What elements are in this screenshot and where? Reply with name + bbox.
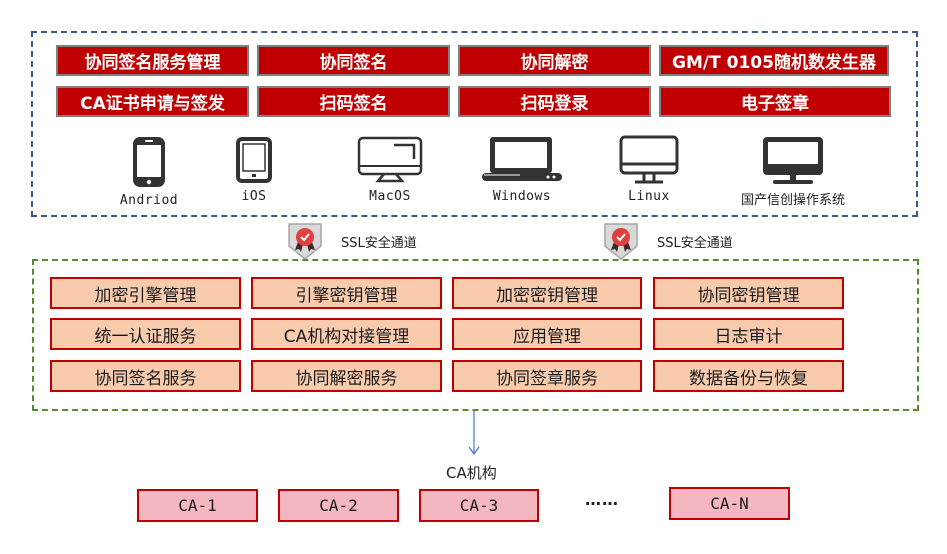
ssl-channel-label: SSL安全通道 (657, 235, 733, 251)
feature-co-sign-management: 协同签名服务管理 (56, 45, 249, 76)
ca-ellipsis: …… (585, 490, 619, 509)
tablet-icon (236, 137, 272, 183)
feature-e-seal: 电子签章 (659, 86, 891, 117)
down-arrow-icon (468, 411, 480, 456)
device-macos: MacOS (350, 135, 430, 204)
client-layer-frame (31, 31, 918, 217)
ca-item-2: CA-2 (278, 489, 399, 522)
server-layer-frame (32, 259, 919, 411)
ca-layer-title: CA机构 (446, 464, 497, 482)
service-unified-auth: 统一认证服务 (50, 318, 241, 350)
service-engine-key-management: 引擎密钥管理 (251, 277, 442, 309)
service-ca-integration: CA机构对接管理 (251, 318, 442, 350)
laptop-icon (482, 137, 562, 181)
device-label-ios: iOS (241, 189, 267, 204)
imac-icon (357, 136, 423, 183)
service-co-sign: 协同签名服务 (50, 360, 241, 392)
device-label-android: Andriod (119, 193, 179, 208)
device-windows: Windows (480, 135, 564, 204)
service-encryption-key-management: 加密密钥管理 (452, 277, 642, 309)
device-label-domestic-os: 国产信创操作系统 (740, 193, 845, 208)
feature-scan-sign: 扫码签名 (257, 86, 450, 117)
device-label-linux: Linux (628, 189, 670, 204)
service-log-audit: 日志审计 (653, 318, 844, 350)
ca-item-n: CA-N (669, 487, 790, 520)
service-app-management: 应用管理 (452, 318, 642, 350)
service-co-decrypt: 协同解密服务 (251, 360, 442, 392)
ssl-channel-label: SSL安全通道 (341, 235, 417, 251)
smartphone-icon (133, 137, 165, 187)
device-ios: iOS (226, 135, 282, 204)
service-co-key-management: 协同密钥管理 (653, 277, 844, 309)
feature-random-generator: GM/T 0105随机数发生器 (659, 45, 889, 76)
device-label-macos: MacOS (369, 189, 411, 204)
ssl-channel-right: SSL安全通道 (603, 222, 733, 260)
feature-ca-cert-issue: CA证书申请与签发 (56, 86, 249, 117)
feature-co-sign: 协同签名 (257, 45, 450, 76)
ca-item-1: CA-1 (137, 489, 258, 522)
device-domestic-os: 国产信创操作系统 (730, 135, 856, 208)
certificate-badge-icon (604, 223, 638, 260)
certificate-badge-icon (288, 223, 322, 260)
device-label-windows: Windows (492, 189, 552, 204)
service-engine-management: 加密引擎管理 (50, 277, 241, 309)
feature-co-decrypt: 协同解密 (458, 45, 651, 76)
device-android: Andriod (114, 135, 184, 208)
device-linux: Linux (614, 135, 684, 204)
ca-item-3: CA-3 (419, 489, 539, 522)
ssl-channel-left: SSL安全通道 (287, 222, 417, 260)
service-co-seal: 协同签章服务 (452, 360, 642, 392)
service-backup-restore: 数据备份与恢复 (653, 360, 844, 392)
monitor-icon (619, 135, 679, 184)
feature-scan-login: 扫码登录 (458, 86, 651, 117)
desktop-monitor-icon (763, 137, 823, 184)
